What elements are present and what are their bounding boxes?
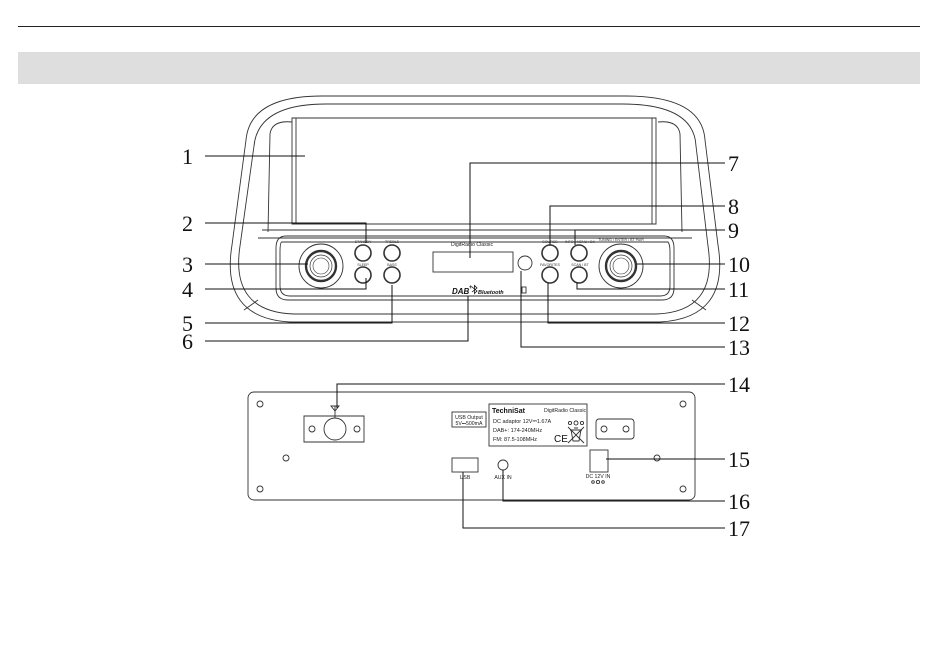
dc-in-label: DC 12V IN	[586, 474, 611, 480]
usb-port-label: USB	[460, 475, 471, 481]
callout-9: 9	[728, 218, 739, 243]
callout-14: 14	[728, 372, 750, 397]
sleep-label: SLEEP	[357, 263, 369, 267]
callout-6: 6	[182, 329, 193, 354]
headphone-jack	[522, 287, 526, 293]
callout-16: 16	[728, 489, 750, 514]
usb-port	[452, 458, 478, 472]
bluetooth-logo: Bluetooth	[478, 290, 504, 296]
callout-15: 15	[728, 447, 750, 472]
callout-numbers: 1 2 3 4 5 6 7 8 9 10 11 12 13 14 15 16 1…	[182, 144, 750, 541]
antenna-bracket	[304, 406, 364, 442]
recycle-bin-icon	[568, 427, 584, 443]
adaptor-spec: DC adaptor 12V⎓1.67A	[493, 419, 552, 425]
tuning-label: TUNING / ENTER / BT PAIR	[598, 238, 644, 242]
speaker-grille	[292, 118, 656, 224]
treble-label: TREBLE	[385, 240, 400, 244]
brand-name: TechniSat	[492, 408, 526, 415]
aux-in-jack	[498, 460, 508, 470]
bass-label: BASS	[387, 263, 397, 267]
wall-mount-slot	[596, 419, 634, 439]
info-label: INFO / MENU / BK	[565, 240, 596, 244]
dab-plus-mark: +	[469, 285, 473, 291]
callout-1: 1	[182, 144, 193, 169]
dab-band-spec: DAB+: 174-240MHz	[493, 428, 542, 434]
usb-output-spec: 5V⎓500mA	[456, 421, 483, 427]
polarity-icon	[568, 421, 583, 425]
callout-13: 13	[728, 335, 750, 360]
bluetooth-icon	[472, 286, 477, 294]
callout-2: 2	[182, 211, 193, 236]
ir-sensor	[518, 256, 532, 270]
display-label: DigitRadio Classic	[451, 242, 493, 248]
callout-8: 8	[728, 194, 739, 219]
dc-in-port	[590, 450, 608, 472]
standby-label: STANDBY	[355, 240, 372, 244]
callout-7: 7	[728, 151, 739, 176]
lcd-display	[433, 252, 513, 272]
fm-band-spec: FM: 87.5-108MHz	[493, 437, 537, 443]
volume-knob	[299, 244, 343, 288]
dc-polarity-icon	[592, 480, 605, 483]
model-name: DigitRadio Classic	[544, 408, 586, 414]
scan-label: SCAN / BT	[571, 263, 589, 267]
dab-logo: DAB	[452, 287, 470, 296]
callout-10: 10	[728, 252, 750, 277]
callout-4: 4	[182, 277, 193, 302]
tuning-knob	[599, 244, 643, 288]
favorites-label: FAVORITES	[540, 263, 561, 267]
back-panel	[248, 392, 695, 500]
front-housing	[230, 96, 720, 322]
callout-12: 12	[728, 311, 750, 336]
callout-3: 3	[182, 252, 193, 277]
callout-11: 11	[728, 277, 749, 302]
ce-mark: CE	[554, 434, 568, 445]
callout-17: 17	[728, 516, 750, 541]
